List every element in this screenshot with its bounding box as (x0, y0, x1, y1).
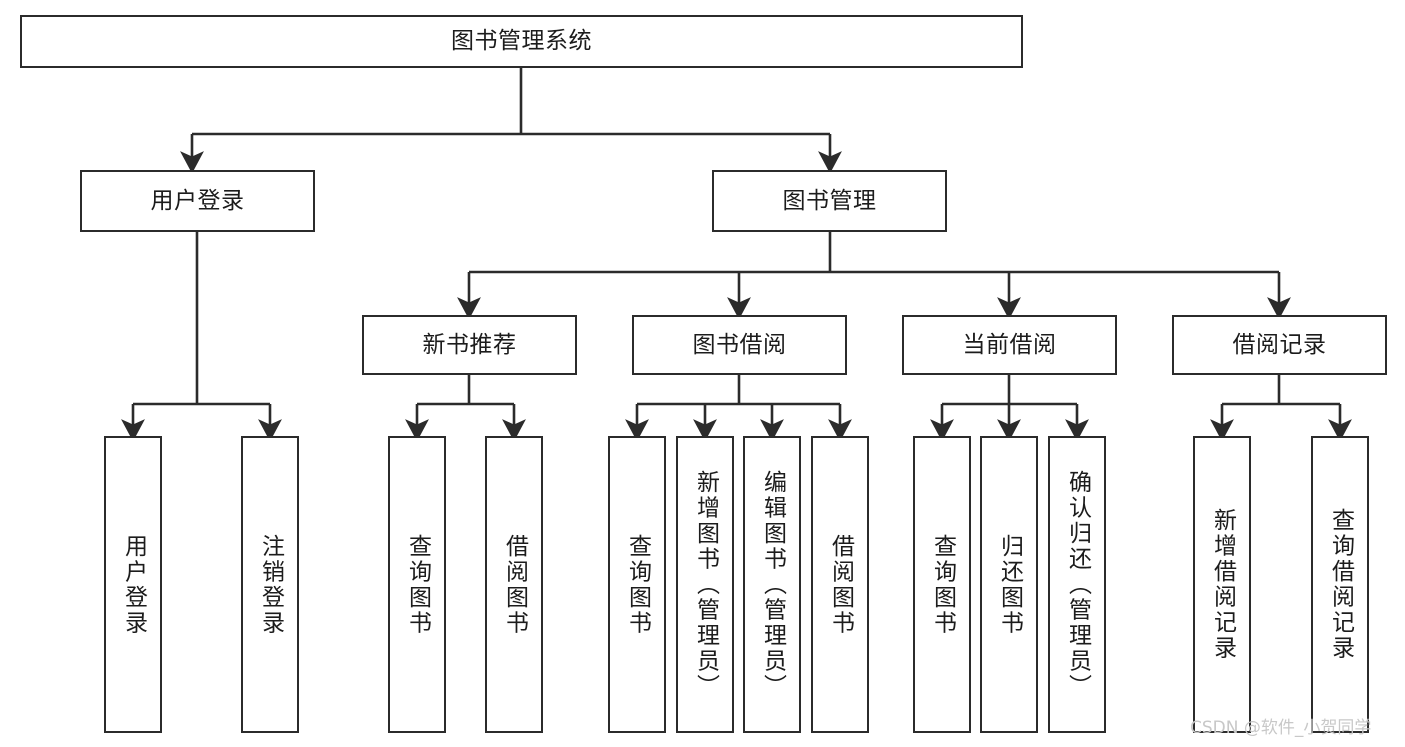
node-leaf-borrow-book-2[interactable]: 借阅图书 (811, 436, 869, 733)
node-label: 当前借阅 (962, 331, 1057, 358)
node-new-book-recommend[interactable]: 新书推荐 (362, 315, 577, 375)
node-leaf-query-book-3[interactable]: 查询图书 (913, 436, 971, 733)
node-label: 用户登录 (120, 533, 147, 636)
node-leaf-add-book-admin[interactable]: 新增图书（管理员） (676, 436, 734, 733)
node-leaf-confirm-return-admin[interactable]: 确认归还（管理员） (1048, 436, 1106, 733)
node-book-management[interactable]: 图书管理 (712, 170, 947, 232)
node-label: 查询图书 (929, 533, 956, 636)
node-label: 查询借阅记录 (1327, 508, 1354, 661)
node-current-borrow[interactable]: 当前借阅 (902, 315, 1117, 375)
node-label: 新增图书（管理员） (692, 469, 719, 700)
node-label: 图书借阅 (692, 331, 787, 358)
node-leaf-add-borrow-record[interactable]: 新增借阅记录 (1193, 436, 1251, 733)
node-label: 图书管理 (782, 187, 877, 214)
node-label: 借阅图书 (827, 533, 854, 636)
node-label: 新书推荐 (422, 331, 517, 358)
node-leaf-query-borrow-record[interactable]: 查询借阅记录 (1311, 436, 1369, 733)
node-label: 图书管理系统 (451, 28, 592, 55)
node-leaf-query-book-1[interactable]: 查询图书 (388, 436, 446, 733)
node-leaf-return-book[interactable]: 归还图书 (980, 436, 1038, 733)
node-label: 借阅记录 (1232, 331, 1327, 358)
node-label: 查询图书 (624, 533, 651, 636)
node-label: 注销登录 (257, 533, 284, 636)
watermark-text: CSDN @软件_小贺同学 (1190, 718, 1372, 738)
node-label: 归还图书 (996, 533, 1023, 636)
node-leaf-user-login[interactable]: 用户登录 (104, 436, 162, 733)
node-label: 用户登录 (150, 187, 245, 214)
node-label: 借阅图书 (501, 533, 528, 636)
node-label: 确认归还（管理员） (1064, 469, 1091, 700)
node-user-login[interactable]: 用户登录 (80, 170, 315, 232)
node-label: 编辑图书（管理员） (759, 469, 786, 700)
node-leaf-logout-login[interactable]: 注销登录 (241, 436, 299, 733)
node-borrow-record[interactable]: 借阅记录 (1172, 315, 1387, 375)
node-book-borrow[interactable]: 图书借阅 (632, 315, 847, 375)
node-leaf-query-book-2[interactable]: 查询图书 (608, 436, 666, 733)
node-leaf-edit-book-admin[interactable]: 编辑图书（管理员） (743, 436, 801, 733)
node-label: 查询图书 (404, 533, 431, 636)
node-book-management-system[interactable]: 图书管理系统 (20, 15, 1023, 68)
node-label: 新增借阅记录 (1209, 508, 1236, 661)
node-leaf-borrow-book-1[interactable]: 借阅图书 (485, 436, 543, 733)
